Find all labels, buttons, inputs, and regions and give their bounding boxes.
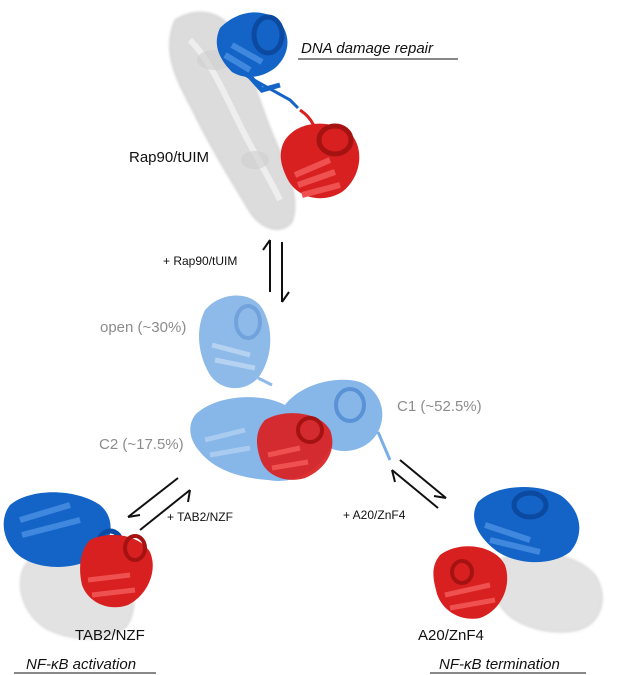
plus-a20-label: + A20/ZnF4: [343, 508, 406, 522]
rap90-red-domain: [280, 108, 360, 199]
a20-blue-domain: [474, 486, 580, 563]
closed-state-structure: [190, 379, 392, 481]
equilibrium-arrow-tab2: [127, 477, 191, 531]
equilibrium-arrow-rap90: [262, 239, 290, 303]
tab2-blue-domain: [3, 492, 125, 567]
open-state-label: open (~30%): [100, 319, 186, 336]
rap90-blue-domain: [216, 12, 300, 110]
equilibrium-arrow-a20: [391, 459, 447, 509]
tab2-complex-label: TAB2/NZF: [75, 627, 145, 644]
c2-state-label: C2 (~17.5%): [99, 436, 184, 453]
c1-state-label: C1 (~52.5%): [397, 398, 482, 415]
a20-surface: [491, 551, 603, 633]
a20-complex-label: A20/ZnF4: [418, 627, 484, 644]
open-state-structure: [198, 295, 273, 389]
plus-tab2-label: + TAB2/NZF: [167, 510, 233, 524]
nfkb-activation-label: NF-κB activation: [26, 656, 136, 673]
tab2-red-domain: [80, 534, 153, 608]
plus-rap90-label: + Rap90/tUIM: [163, 254, 237, 268]
a20-red-domain: [433, 546, 508, 619]
dna-repair-label: DNA damage repair: [301, 40, 434, 57]
rap90-complex-label: Rap90/tUIM: [129, 149, 209, 166]
nfkb-termination-label: NF-κB termination: [439, 656, 560, 673]
